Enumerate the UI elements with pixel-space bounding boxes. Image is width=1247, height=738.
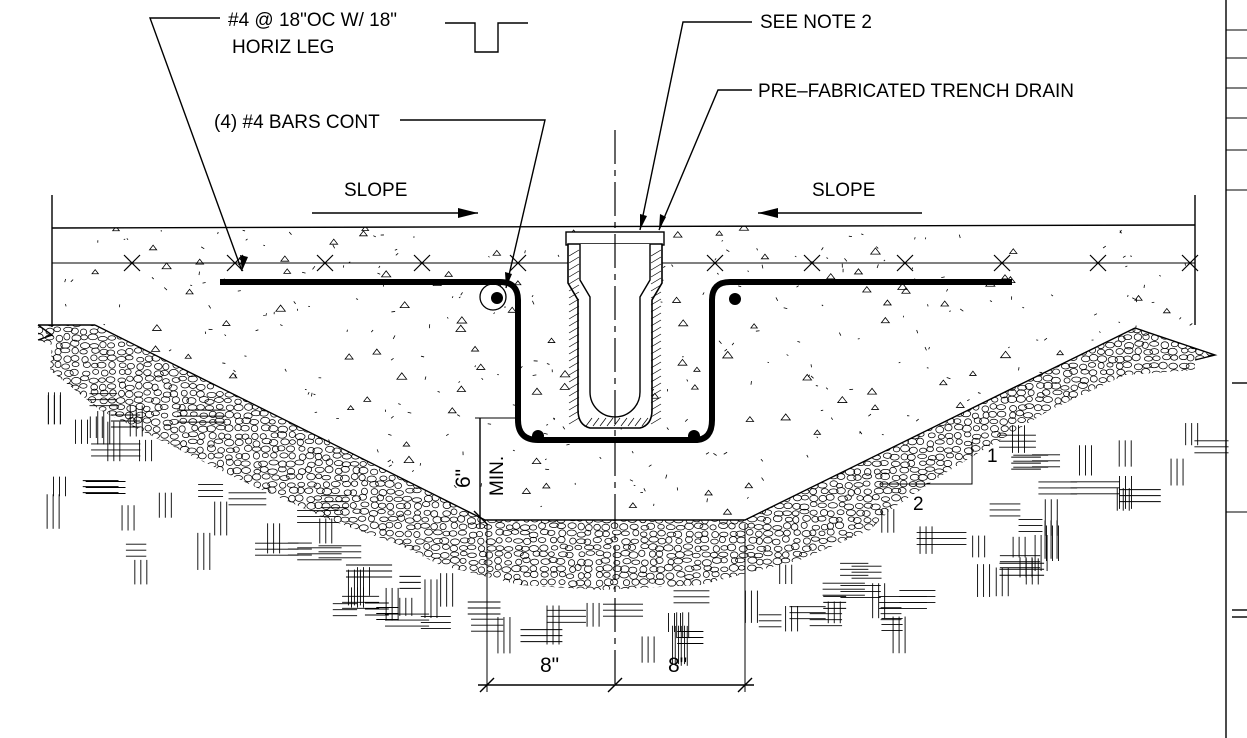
slope-label-left: SLOPE <box>344 180 407 201</box>
slope-ratio-rise: 1 <box>987 446 998 467</box>
min-depth-text: MIN. <box>487 456 508 496</box>
compacted-subgrade-hatch <box>46 392 1229 666</box>
rebar-spec-label-line2: HORIZ LEG <box>232 37 334 58</box>
bars-cont-label: (4) #4 BARS CONT <box>214 112 380 133</box>
cont-bar-3 <box>532 430 544 442</box>
slope-label-right: SLOPE <box>812 180 875 201</box>
cont-bar-highlight-ring <box>479 283 507 311</box>
slope-ratio-indicator <box>880 442 973 485</box>
drain-wall-hatch <box>568 249 662 427</box>
see-note-label: SEE NOTE 2 <box>760 12 872 33</box>
trench-drain-label: PRE–FABRICATED TRENCH DRAIN <box>758 81 1074 102</box>
slope-arrows <box>312 208 922 218</box>
dim-left-value: 8" <box>540 654 559 677</box>
dim-right-value: 8" <box>668 654 687 677</box>
width-dimension <box>478 524 754 693</box>
cont-bar-1 <box>491 292 503 304</box>
min-depth-value: 6" <box>452 469 475 488</box>
control-joint-marks <box>123 254 1199 272</box>
rebar-spec-label: #4 @ 18"OC W/ 18" <box>228 10 397 31</box>
leader-lines <box>149 17 752 289</box>
reinforcing-bars <box>123 254 1199 443</box>
min-depth-dimension <box>473 417 518 528</box>
slope-ratio-run: 2 <box>913 494 924 515</box>
sheet-border <box>1225 0 1247 738</box>
cont-bar-2 <box>729 293 741 305</box>
cont-bar-4 <box>688 430 700 442</box>
